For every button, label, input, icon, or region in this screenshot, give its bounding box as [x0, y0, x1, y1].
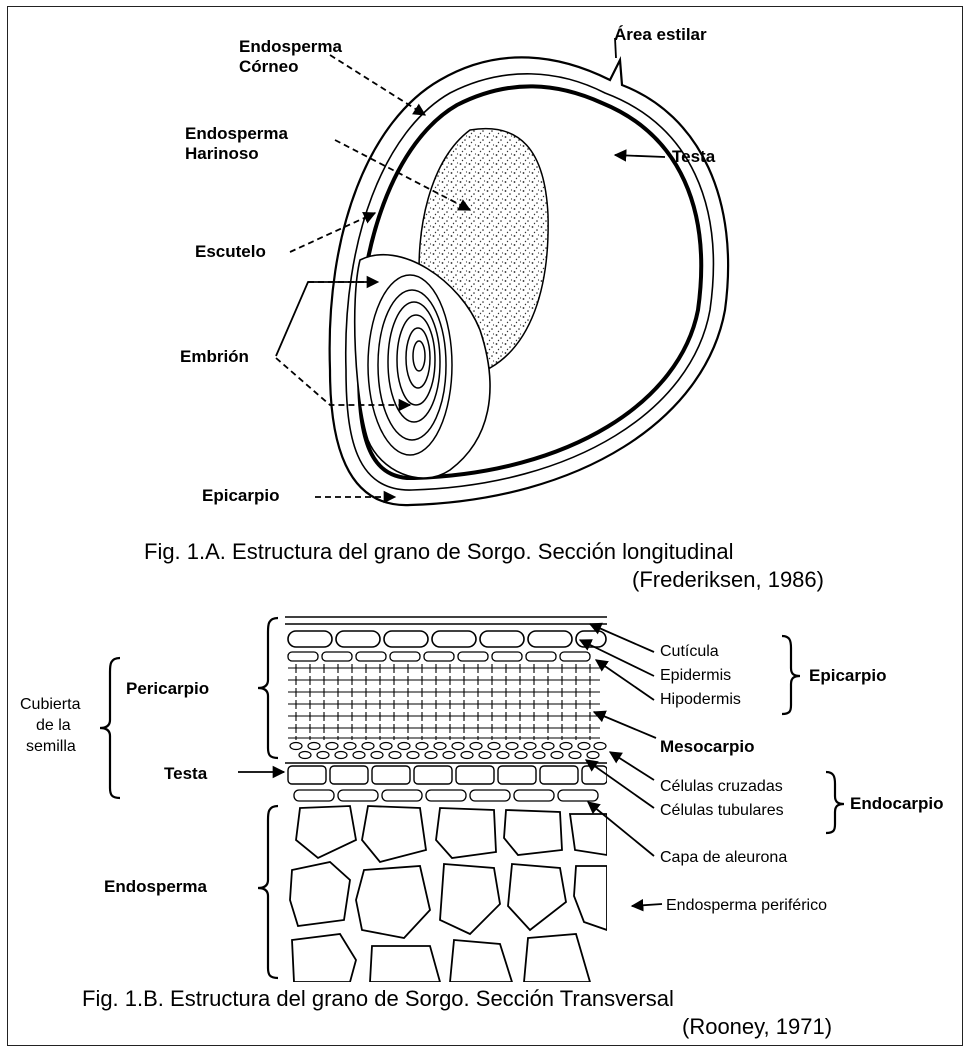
pointer-celulas-cruzadas [610, 752, 654, 780]
label-cubierta-3: semilla [26, 736, 76, 757]
brace-pericarpio [258, 618, 278, 758]
brace-endosperma [258, 806, 278, 978]
pointer-capa-aleurona [588, 802, 654, 856]
brace-cubierta [100, 658, 120, 798]
label-endocarpio: Endocarpio [850, 794, 944, 814]
label-testa-b: Testa [164, 764, 207, 784]
brace-epicarpio [782, 636, 800, 714]
label-capa-aleurona: Capa de aleurona [660, 847, 787, 868]
cross-cells [290, 743, 606, 759]
label-cuticula: Cutícula [660, 641, 719, 662]
label-celulas-tubulares: Células tubulares [660, 800, 784, 821]
hypodermis-cells [288, 652, 590, 661]
pointer-endosperma-periferico [632, 904, 662, 906]
label-epidermis: Epidermis [660, 665, 731, 686]
label-cubierta-1: Cubierta [20, 694, 80, 715]
label-epicarpio-b: Epicarpio [809, 666, 886, 686]
label-cubierta-2: de la [36, 715, 71, 736]
label-hipodermis: Hipodermis [660, 689, 741, 710]
pointer-epidermis [580, 640, 654, 676]
caption-fig-1b-line1: Fig. 1.B. Estructura del grano de Sorgo.… [82, 985, 674, 1013]
label-mesocarpio: Mesocarpio [660, 737, 754, 757]
pointer-hipodermis [596, 660, 654, 700]
label-celulas-cruzadas: Células cruzadas [660, 776, 783, 797]
pointer-mesocarpio [594, 712, 656, 738]
pointer-cuticula [590, 624, 654, 652]
label-pericarpio: Pericarpio [126, 679, 209, 699]
mesocarp-cells [288, 664, 600, 740]
testa-cells [285, 763, 607, 784]
label-endosperma-periferico: Endosperma periférico [666, 895, 827, 916]
endosperm-cells [290, 806, 607, 982]
label-endosperma-b: Endosperma [104, 877, 207, 897]
tubular-cells [294, 790, 598, 801]
caption-fig-1b-line2: (Rooney, 1971) [682, 1013, 832, 1041]
epidermis-cells [288, 631, 606, 647]
brace-endocarpio [826, 772, 844, 833]
